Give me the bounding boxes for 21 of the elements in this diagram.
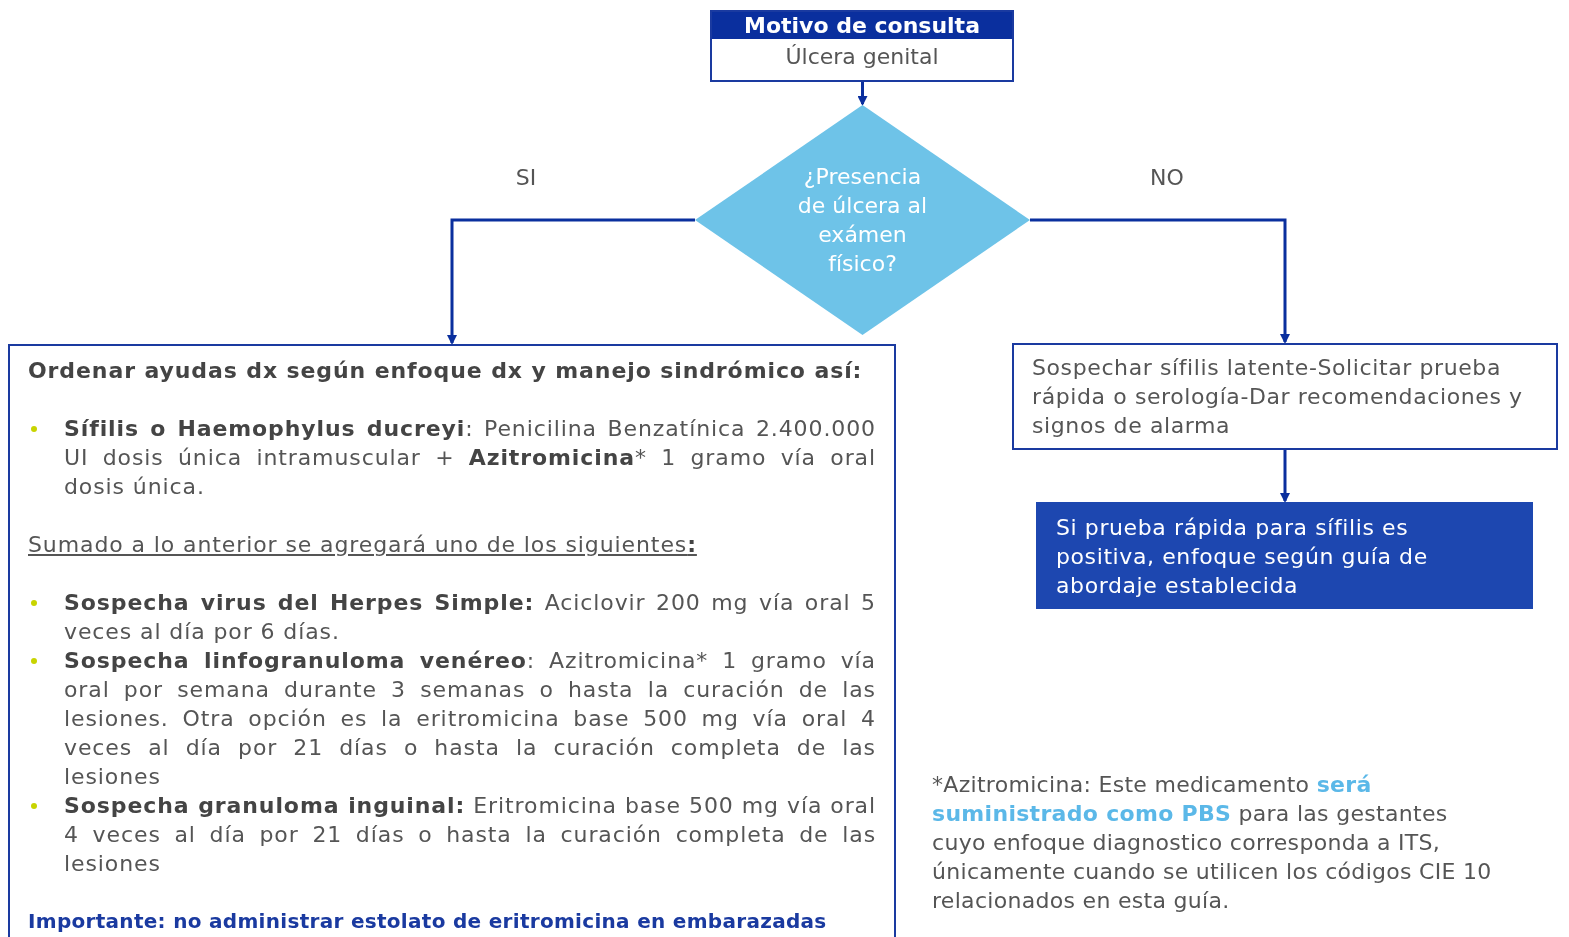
box-text: Sospechar sífilis latente-Solicitar prueba rápida o serología-Dar recomendaciones y signos de alarma <box>1032 354 1524 440</box>
arrow <box>1030 218 1290 344</box>
box-text: Úlcera genital <box>784 43 940 71</box>
warning-note: Importante: no administrar estolato de eritromicina en embarazadas <box>28 908 828 935</box>
arrow <box>447 218 695 345</box>
result-box <box>1036 502 1533 609</box>
box-heading: Motivo de consulta <box>712 12 1012 39</box>
treatment-box <box>8 344 896 937</box>
bullet-text: Sífilis o Haemophylus ducreyi: Penicilina Benzatínica 2.400.000 UI dosis única intramuscular + Azitromicina* 1 gramo vía oral dosis única. <box>64 415 876 501</box>
section-note: Sumado a lo anterior se agregará uno de los siguientes: <box>28 531 698 559</box>
bullet-text: Sospecha linfogranuloma venéreo: Azitromicina* 1 gramo vía oral por semana durante 3 semanas o hasta la curación de las lesiones. Otra opción es la eritromicina base 500 mg vía oral 4 veces al día por 21 días o hasta la curación completa de las lesiones <box>64 647 876 791</box>
bullet-text: Sospecha virus del Herpes Simple: Aciclovir 200 mg vía oral 5 veces al día por 6 días. <box>64 589 876 646</box>
bullet-text: Sospecha granuloma inguinal: Eritromicina base 500 mg vía oral 4 veces al día por 21 días o hasta la curación completa de las lesiones <box>64 792 876 878</box>
box-heading: Ordenar ayudas dx según enfoque dx y manejo sindrómico así: <box>28 357 864 385</box>
decision-text: ¿Presencia de úlcera al exámen físico? <box>796 163 929 278</box>
box-text: Si prueba rápida para sífilis es positiva, enfoque según guía de abordaje establecida <box>1056 514 1429 600</box>
arrow <box>1280 450 1290 503</box>
arrow <box>857 82 868 106</box>
footnote: *Azitromicina: Este medicamento será suministrado como PBS para las gestantes cuyo enfoque diagnostico corresponda a ITS, únicamente cuando se utilicen los códigos CIE 10 relacionados en esta guía. <box>932 771 1493 915</box>
process-box <box>1012 343 1558 450</box>
header-box <box>710 10 1014 82</box>
